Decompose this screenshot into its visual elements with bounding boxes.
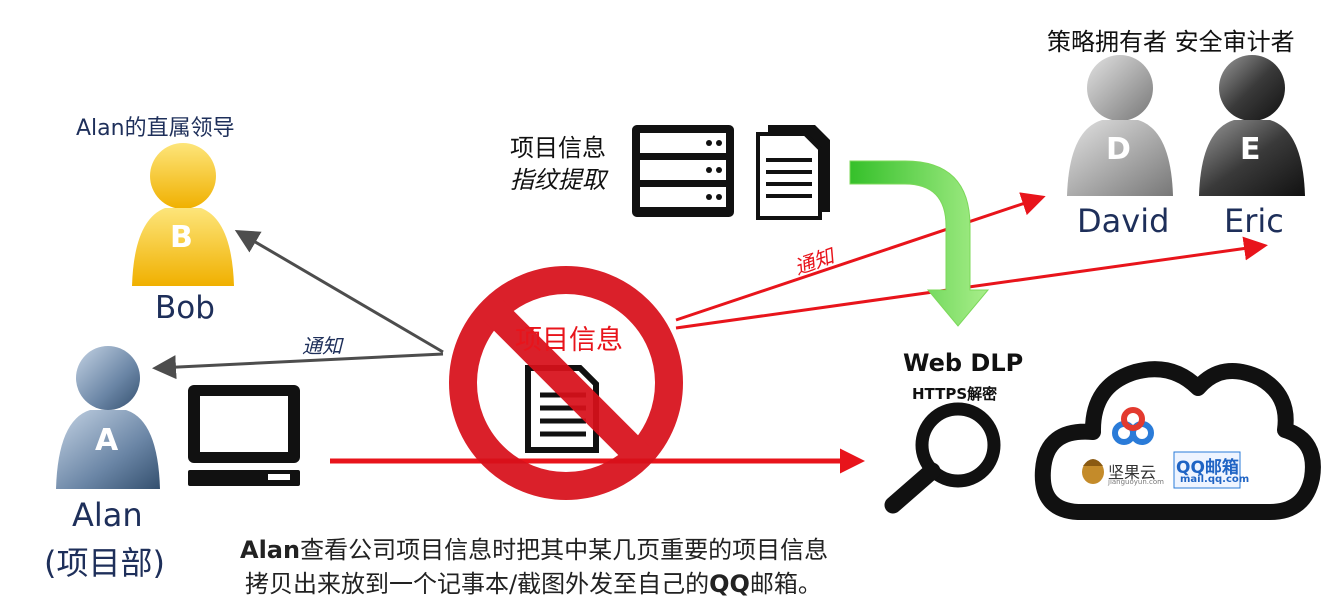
cloud-drive-logo-icon bbox=[1112, 407, 1154, 445]
source-label-line2: 指纹提取 bbox=[510, 166, 606, 194]
arrow-to-david bbox=[675, 192, 1046, 322]
bob-name: Bob bbox=[155, 290, 215, 326]
person-bob-icon bbox=[132, 143, 234, 286]
caption-line2-qq: QQ bbox=[709, 570, 750, 598]
caption-line2-text: 拷贝出来放到一个记事本/截图外发至自己的 bbox=[245, 570, 710, 598]
notify-left-label: 通知 bbox=[302, 334, 342, 358]
alan-name: Alan bbox=[72, 496, 143, 534]
cloud-icon bbox=[1034, 361, 1321, 520]
bob-letter: B bbox=[170, 220, 193, 255]
magnifier-icon bbox=[884, 402, 1001, 514]
caption-line1: Alan查看公司项目信息时把其中某几页重要的项目信息 bbox=[240, 530, 828, 565]
jianguoyun-url: jianguoyun.com bbox=[1108, 478, 1164, 486]
computer-monitor-icon bbox=[188, 385, 300, 486]
alan-dept: (项目部) bbox=[44, 544, 165, 582]
dlp-title: Web DLP bbox=[903, 349, 1024, 377]
caption-line1-text: 查看公司项目信息时把其中某几页重要的项目信息 bbox=[300, 536, 829, 564]
jianguoyun-nut-icon bbox=[1082, 459, 1104, 484]
caption-line2-end: 邮箱。 bbox=[749, 570, 822, 598]
dlp-subtitle: HTTPS解密 bbox=[912, 385, 998, 403]
alan-letter: A bbox=[95, 423, 119, 458]
documents-icon bbox=[756, 125, 830, 220]
source-label-line1: 项目信息 bbox=[510, 134, 606, 162]
caption-line1-name: Alan bbox=[240, 536, 301, 564]
person-alan-icon bbox=[56, 346, 160, 489]
qq-mail-badge bbox=[1173, 451, 1241, 489]
eric-letter: E bbox=[1240, 132, 1261, 167]
david-letter: D bbox=[1106, 132, 1131, 167]
owners-auditors-label: 策略拥有者 安全审计者 bbox=[1047, 28, 1295, 56]
qq-mail-label: QQ邮箱 bbox=[1176, 458, 1239, 478]
jianguoyun-label: 坚果云 bbox=[1108, 463, 1157, 482]
server-icon bbox=[632, 125, 734, 217]
person-david-icon bbox=[1067, 55, 1173, 196]
david-name: David bbox=[1077, 202, 1170, 240]
eric-name: Eric bbox=[1224, 202, 1284, 240]
bob-role-label: Alan的直属领导 bbox=[76, 116, 235, 141]
green-flow-arrow bbox=[849, 160, 990, 327]
arrow-to-alan bbox=[152, 352, 444, 380]
person-eric-icon bbox=[1199, 55, 1305, 196]
qq-mail-url: mail.qq.com bbox=[1180, 474, 1250, 485]
arrow-to-bob bbox=[234, 229, 444, 354]
blocked-info-label: 项目信息 bbox=[515, 325, 623, 356]
caption-line2: 拷贝出来放到一个记事本/截图外发至自己的QQ邮箱。 bbox=[245, 564, 822, 599]
prohibited-icon bbox=[449, 266, 683, 500]
